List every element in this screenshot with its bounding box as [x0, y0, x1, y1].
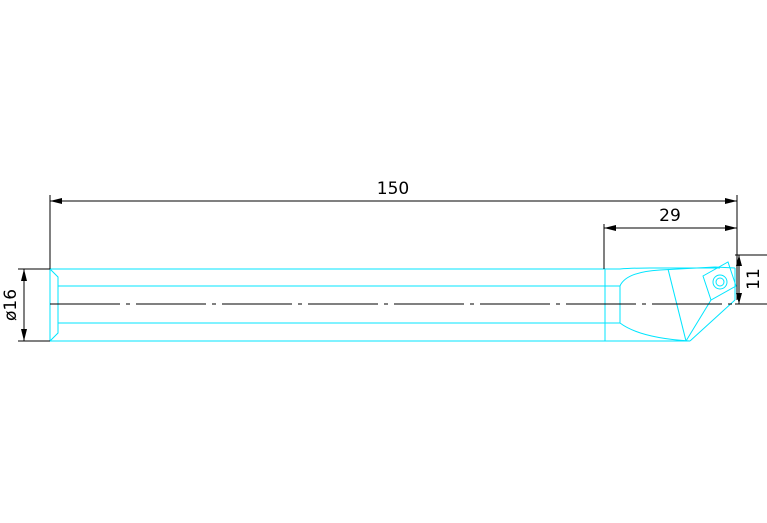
dimension-head-length: 29 [603, 206, 737, 269]
arrow-bottom-11 [736, 293, 742, 304]
arrow-top-11 [736, 255, 742, 266]
arrow-left-150 [50, 198, 62, 204]
dim-label-16: ø16 [1, 289, 21, 321]
dim-label-11: 11 [744, 268, 764, 290]
arrow-left-29 [604, 225, 616, 231]
arrow-right-29 [725, 225, 737, 231]
arrow-bottom-16 [21, 329, 27, 341]
dimension-shank-diameter: ø16 [1, 268, 50, 342]
left-end-top-chamfer [49, 268, 59, 286]
dim-label-150: 150 [377, 179, 409, 199]
left-end-bottom-chamfer [49, 323, 59, 342]
arrow-top-16 [21, 269, 27, 281]
boring-bar-outline [49, 261, 737, 342]
head-lower-sweep [619, 286, 691, 342]
head-upper-profile [605, 267, 720, 270]
arrow-right-150 [725, 198, 737, 204]
dimension-overall-length: 150 [49, 179, 738, 300]
dimension-head-height: 11 [735, 254, 767, 305]
insert-screw-outer [712, 274, 728, 290]
insert-pocket-line-2 [685, 299, 712, 342]
insert-outline [702, 261, 737, 301]
insert-pocket-line [667, 268, 687, 342]
head-tip-slant [689, 299, 736, 342]
dim-label-29: 29 [659, 206, 681, 226]
head-sweep-curve [619, 266, 716, 287]
insert-screw-inner [715, 277, 725, 287]
